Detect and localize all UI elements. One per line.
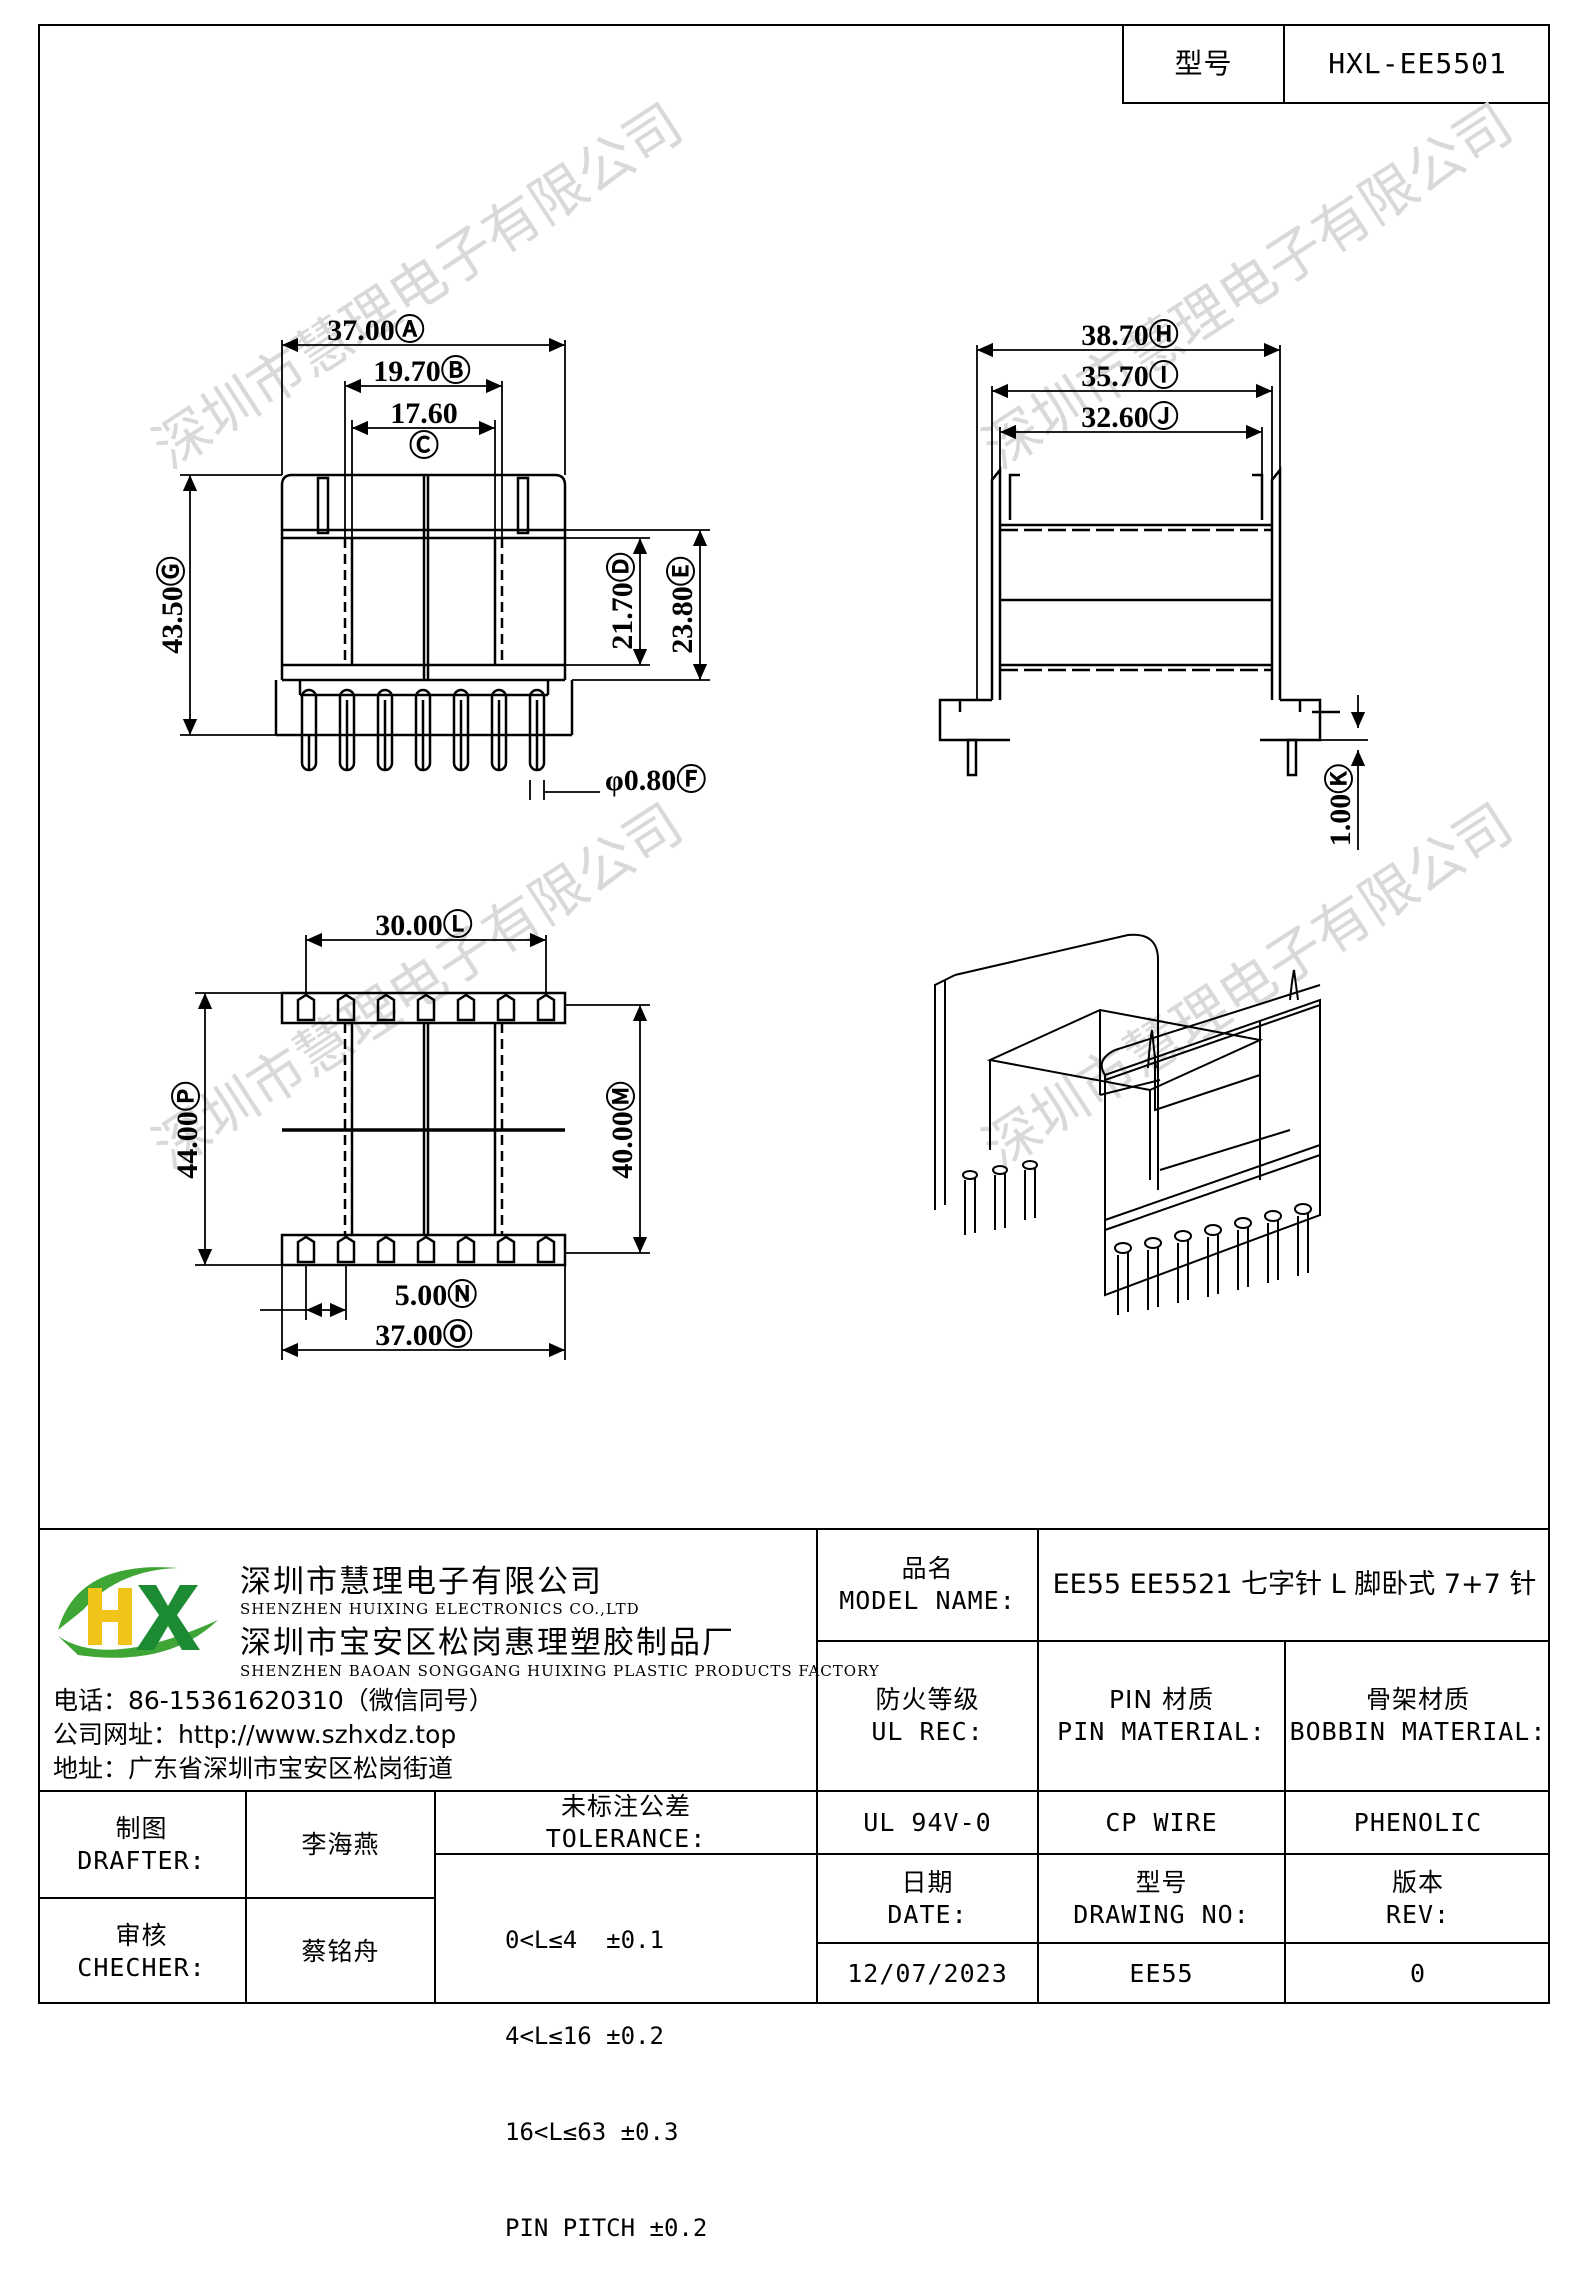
dim-D: 21.70Ⓓ bbox=[606, 552, 639, 650]
factory-name-en: SHENZHEN BAOAN SONGGANG HUIXING PLASTIC … bbox=[240, 1662, 880, 1680]
tolerance-label-cn: 未标注公差 bbox=[560, 1791, 691, 1821]
company-website[interactable]: 公司网址：http://www.szhxdz.top bbox=[53, 1720, 457, 1749]
dim-E: 23.80Ⓔ bbox=[666, 556, 699, 654]
tb-vline-5 bbox=[434, 1790, 436, 2004]
date-label-cn: 日期 bbox=[901, 1867, 954, 1897]
tb-vline-1 bbox=[816, 1528, 818, 2004]
watermark-group: 深圳市慧理电子有限公司 深圳市慧理电子有限公司 深圳市慧理电子有限公司 深圳市慧… bbox=[142, 92, 1524, 1182]
factory-name-cn: 深圳市宝安区松岗惠理塑胶制品厂 bbox=[240, 1625, 735, 1661]
company-name-cn: 深圳市慧理电子有限公司 bbox=[240, 1564, 603, 1600]
rev-value: 0 bbox=[1409, 1959, 1427, 1988]
model-name-label-en: MODEL NAME: bbox=[839, 1586, 1016, 1615]
tb-mid-line bbox=[38, 1790, 1550, 1792]
model-name-value: EE55 EE5521 七字针 L 脚卧式 7+7 针 bbox=[1052, 1569, 1537, 1600]
pin-material-label-cn: PIN 材质 bbox=[1108, 1685, 1215, 1714]
company-address: 地址：广东省深圳市宝安区松岗街道 bbox=[53, 1754, 454, 1783]
company-logo bbox=[58, 1567, 218, 1658]
front-pins bbox=[300, 688, 546, 772]
dim-G: 43.50Ⓖ bbox=[156, 556, 189, 654]
iso-pins-front bbox=[1114, 1203, 1312, 1315]
company-phone: 电话：86-15361620310（微信同号） bbox=[53, 1686, 494, 1715]
date-label: 日期 DATE: bbox=[818, 1855, 1037, 1942]
pin-material-label: PIN 材质 PIN MATERIAL: bbox=[1039, 1642, 1284, 1790]
tb-top-line bbox=[38, 1528, 1550, 1530]
model-name-label: 品名 MODEL NAME: bbox=[818, 1530, 1037, 1640]
tb-vline-4 bbox=[245, 1790, 247, 2004]
dim-I: 35.70Ⓘ bbox=[1081, 360, 1179, 393]
bobbin-material-value: PHENOLIC bbox=[1353, 1807, 1483, 1837]
pin-material-label-en: PIN MATERIAL: bbox=[1057, 1717, 1266, 1746]
company-name-en: SHENZHEN HUIXING ELECTRONICS CO.,LTD bbox=[240, 1600, 640, 1618]
bottom-pins-bottom bbox=[296, 1235, 556, 1264]
tb-line-5 bbox=[436, 1853, 818, 1855]
tb-line-4 bbox=[38, 1897, 436, 1899]
drawing-frame bbox=[38, 24, 1550, 2004]
tb-line-2 bbox=[818, 1853, 1550, 1855]
bobbin-material-label: 骨架材质 BOBBIN MATERIAL: bbox=[1286, 1642, 1550, 1790]
isometric-view bbox=[934, 933, 1321, 1315]
tolerance-line-2: 4<L≤16 ±0.2 bbox=[505, 2022, 664, 2050]
drafter-label-en: DRAFTER: bbox=[77, 1845, 206, 1875]
dim-B: 19.70Ⓑ bbox=[373, 355, 471, 388]
checker-value: 蔡铭舟 bbox=[301, 1936, 380, 1966]
ul-label: 防火等级 UL REC: bbox=[818, 1642, 1037, 1790]
drawing-no-value: EE55 bbox=[1129, 1959, 1194, 1988]
header-model-box bbox=[1122, 24, 1550, 104]
dim-N: 5.00Ⓝ bbox=[395, 1279, 478, 1312]
dim-C-mark: Ⓒ bbox=[409, 430, 439, 463]
dim-P: 44.00Ⓟ bbox=[171, 1081, 204, 1179]
rev-label-en: REV: bbox=[1385, 1899, 1451, 1929]
side-view bbox=[938, 466, 1340, 777]
dim-L: 30.00Ⓛ bbox=[375, 909, 473, 942]
ul-value: UL 94V-0 bbox=[863, 1807, 992, 1837]
checker-label: 审核 CHECHER: bbox=[38, 1899, 245, 2004]
iso-pins-back bbox=[962, 1160, 1038, 1235]
rev-label: 版本 REV: bbox=[1286, 1855, 1550, 1942]
bottom-pins-top bbox=[296, 993, 556, 1022]
bottom-view bbox=[280, 991, 567, 1267]
tb-vline-2 bbox=[1037, 1528, 1039, 2004]
tolerance-label: 未标注公差 TOLERANCE: bbox=[436, 1792, 816, 1853]
tolerance-line-1: 0<L≤4 ±0.1 bbox=[505, 1926, 664, 1954]
dim-C-value: 17.60 bbox=[390, 397, 458, 430]
ul-label-en: UL REC: bbox=[871, 1717, 984, 1746]
dim-J: 32.60Ⓙ bbox=[1081, 401, 1179, 434]
header-model-label: 型号 bbox=[1174, 47, 1233, 80]
dim-F: φ0.80Ⓕ bbox=[605, 764, 706, 797]
rev-label-cn: 版本 bbox=[1391, 1867, 1444, 1897]
tolerance-line-3: 16<L≤63 ±0.3 bbox=[505, 2118, 679, 2146]
drafter-label: 制图 DRAFTER: bbox=[38, 1792, 245, 1897]
checker-label-en: CHECHER: bbox=[77, 1952, 206, 1982]
dim-O: 37.00Ⓞ bbox=[375, 1319, 473, 1352]
date-value: 12/07/2023 bbox=[847, 1959, 1008, 1988]
watermark-4: 深圳市慧理电子有限公司 bbox=[972, 792, 1524, 1182]
drafter-label-cn: 制图 bbox=[115, 1813, 168, 1843]
date-label-en: DATE: bbox=[887, 1899, 968, 1929]
drawing-no-label: 型号 DRAWING NO: bbox=[1039, 1855, 1284, 1942]
ul-label-cn: 防火等级 bbox=[875, 1685, 980, 1714]
tb-vline-3 bbox=[1284, 1640, 1286, 2004]
bobbin-material-label-en: BOBBIN MATERIAL: bbox=[1289, 1717, 1547, 1746]
drawing-no-label-en: DRAWING NO: bbox=[1073, 1899, 1250, 1929]
bobbin-material-label-cn: 骨架材质 bbox=[1365, 1685, 1470, 1714]
tolerance-line-4: PIN PITCH ±0.2 bbox=[505, 2214, 708, 2242]
header-model-value: HXL-EE5501 bbox=[1328, 47, 1507, 80]
dim-H: 38.70Ⓗ bbox=[1081, 319, 1179, 352]
tb-line-1 bbox=[818, 1640, 1550, 1642]
dim-M: 40.00Ⓜ bbox=[606, 1081, 639, 1179]
checker-label-cn: 审核 bbox=[115, 1920, 168, 1950]
dim-A: 37.00Ⓐ bbox=[327, 314, 425, 347]
header-divider bbox=[1283, 24, 1285, 104]
tb-line-3 bbox=[818, 1942, 1550, 1944]
drafter-value: 李海燕 bbox=[301, 1829, 380, 1859]
watermark-2: 深圳市慧理电子有限公司 bbox=[972, 92, 1524, 482]
pin-material-value: CP WIRE bbox=[1105, 1807, 1218, 1837]
drawing-no-label-cn: 型号 bbox=[1135, 1867, 1188, 1897]
front-view bbox=[274, 473, 574, 772]
tolerance-label-en: TOLERANCE: bbox=[545, 1823, 707, 1853]
tolerance-table: 0<L≤4 ±0.1 4<L≤16 ±0.2 16<L≤63 ±0.3 PIN … bbox=[505, 1860, 707, 2276]
dim-K: 1.00Ⓚ bbox=[1324, 764, 1357, 847]
technical-drawing: 深圳市慧理电子有限公司 深圳市慧理电子有限公司 深圳市慧理电子有限公司 深圳市慧… bbox=[142, 92, 1524, 1360]
model-name-label-cn: 品名 bbox=[901, 1554, 954, 1583]
